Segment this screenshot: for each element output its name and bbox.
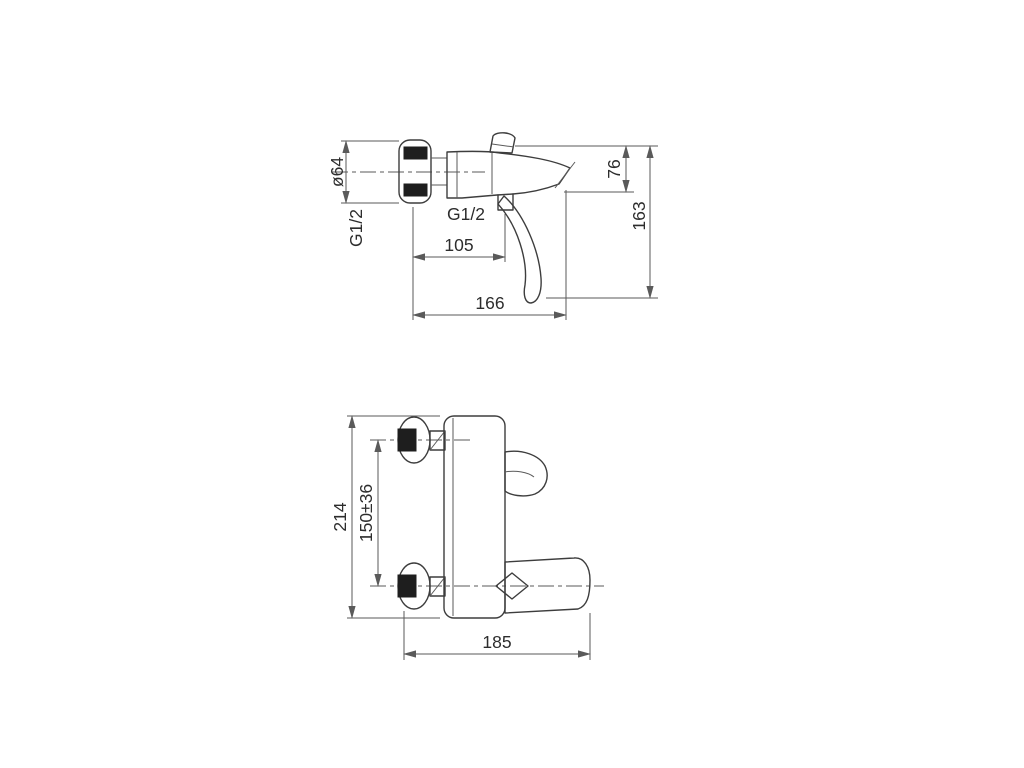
diverter-detail-line (491, 143, 515, 148)
dim-label-inlet-thread: G1/2 (346, 209, 366, 247)
mounting-nut-bottom (397, 574, 417, 598)
dim-label-outlet-thread: G1/2 (447, 204, 485, 224)
shower-outlet-nub (497, 193, 514, 211)
dim-label-overall-height-front: 214 (330, 502, 350, 531)
dim-label-overall-height-side: 163 (629, 201, 649, 230)
adapter-top (429, 430, 446, 451)
adapter-bottom (429, 576, 446, 597)
spout-front (504, 557, 591, 614)
handle-front-detail (504, 470, 535, 478)
spout-tip-mark (554, 161, 576, 189)
faucet-body-side (446, 150, 571, 199)
adapter-top-detail (429, 430, 446, 451)
lever-handle-side (497, 195, 542, 304)
dim-wall-to-outlet: 105 (412, 207, 506, 320)
dim-wall-to-spout-tip: 166 (412, 190, 567, 320)
dim-label-wall-to-outlet: 105 (444, 235, 473, 255)
dim-overall-width: 185 (403, 611, 591, 660)
dim-inlet-spacing: 150±36 (356, 439, 382, 587)
dim-label-flange-diameter: ø64 (327, 157, 347, 187)
aerator-diamond (495, 572, 529, 600)
dim-flange-diameter: ø64 (327, 140, 399, 204)
dim-spout-drop: 76 (604, 145, 630, 193)
dim-label-inlet-spacing: 150±36 (356, 484, 376, 542)
right-ext-lines (515, 145, 658, 299)
wall-flange-side (398, 139, 432, 204)
adapter-bottom-detail (429, 576, 446, 597)
flange-seal-top (403, 146, 428, 160)
front-view: 214 150±36 185 (330, 415, 604, 660)
dim-label-wall-to-spout-tip: 166 (475, 293, 504, 313)
lever-handle-front (504, 450, 548, 497)
dim-ext-lines (341, 140, 399, 204)
dim-overall-height-side: 163 (629, 145, 654, 299)
inlet-pipe-side (431, 157, 447, 186)
dim-label-spout-drop: 76 (604, 159, 624, 178)
mounting-nut-top (397, 428, 417, 452)
dim-ext-lines (347, 415, 440, 619)
diverter-knob (489, 132, 516, 154)
flange-seal-bottom (403, 183, 428, 197)
side-view: ø64 G1/2 G1/2 105 166 (327, 132, 658, 320)
faucet-body-front (443, 415, 506, 619)
dim-overall-height-front: 214 (330, 415, 440, 619)
dim-label-overall-width: 185 (482, 632, 511, 652)
